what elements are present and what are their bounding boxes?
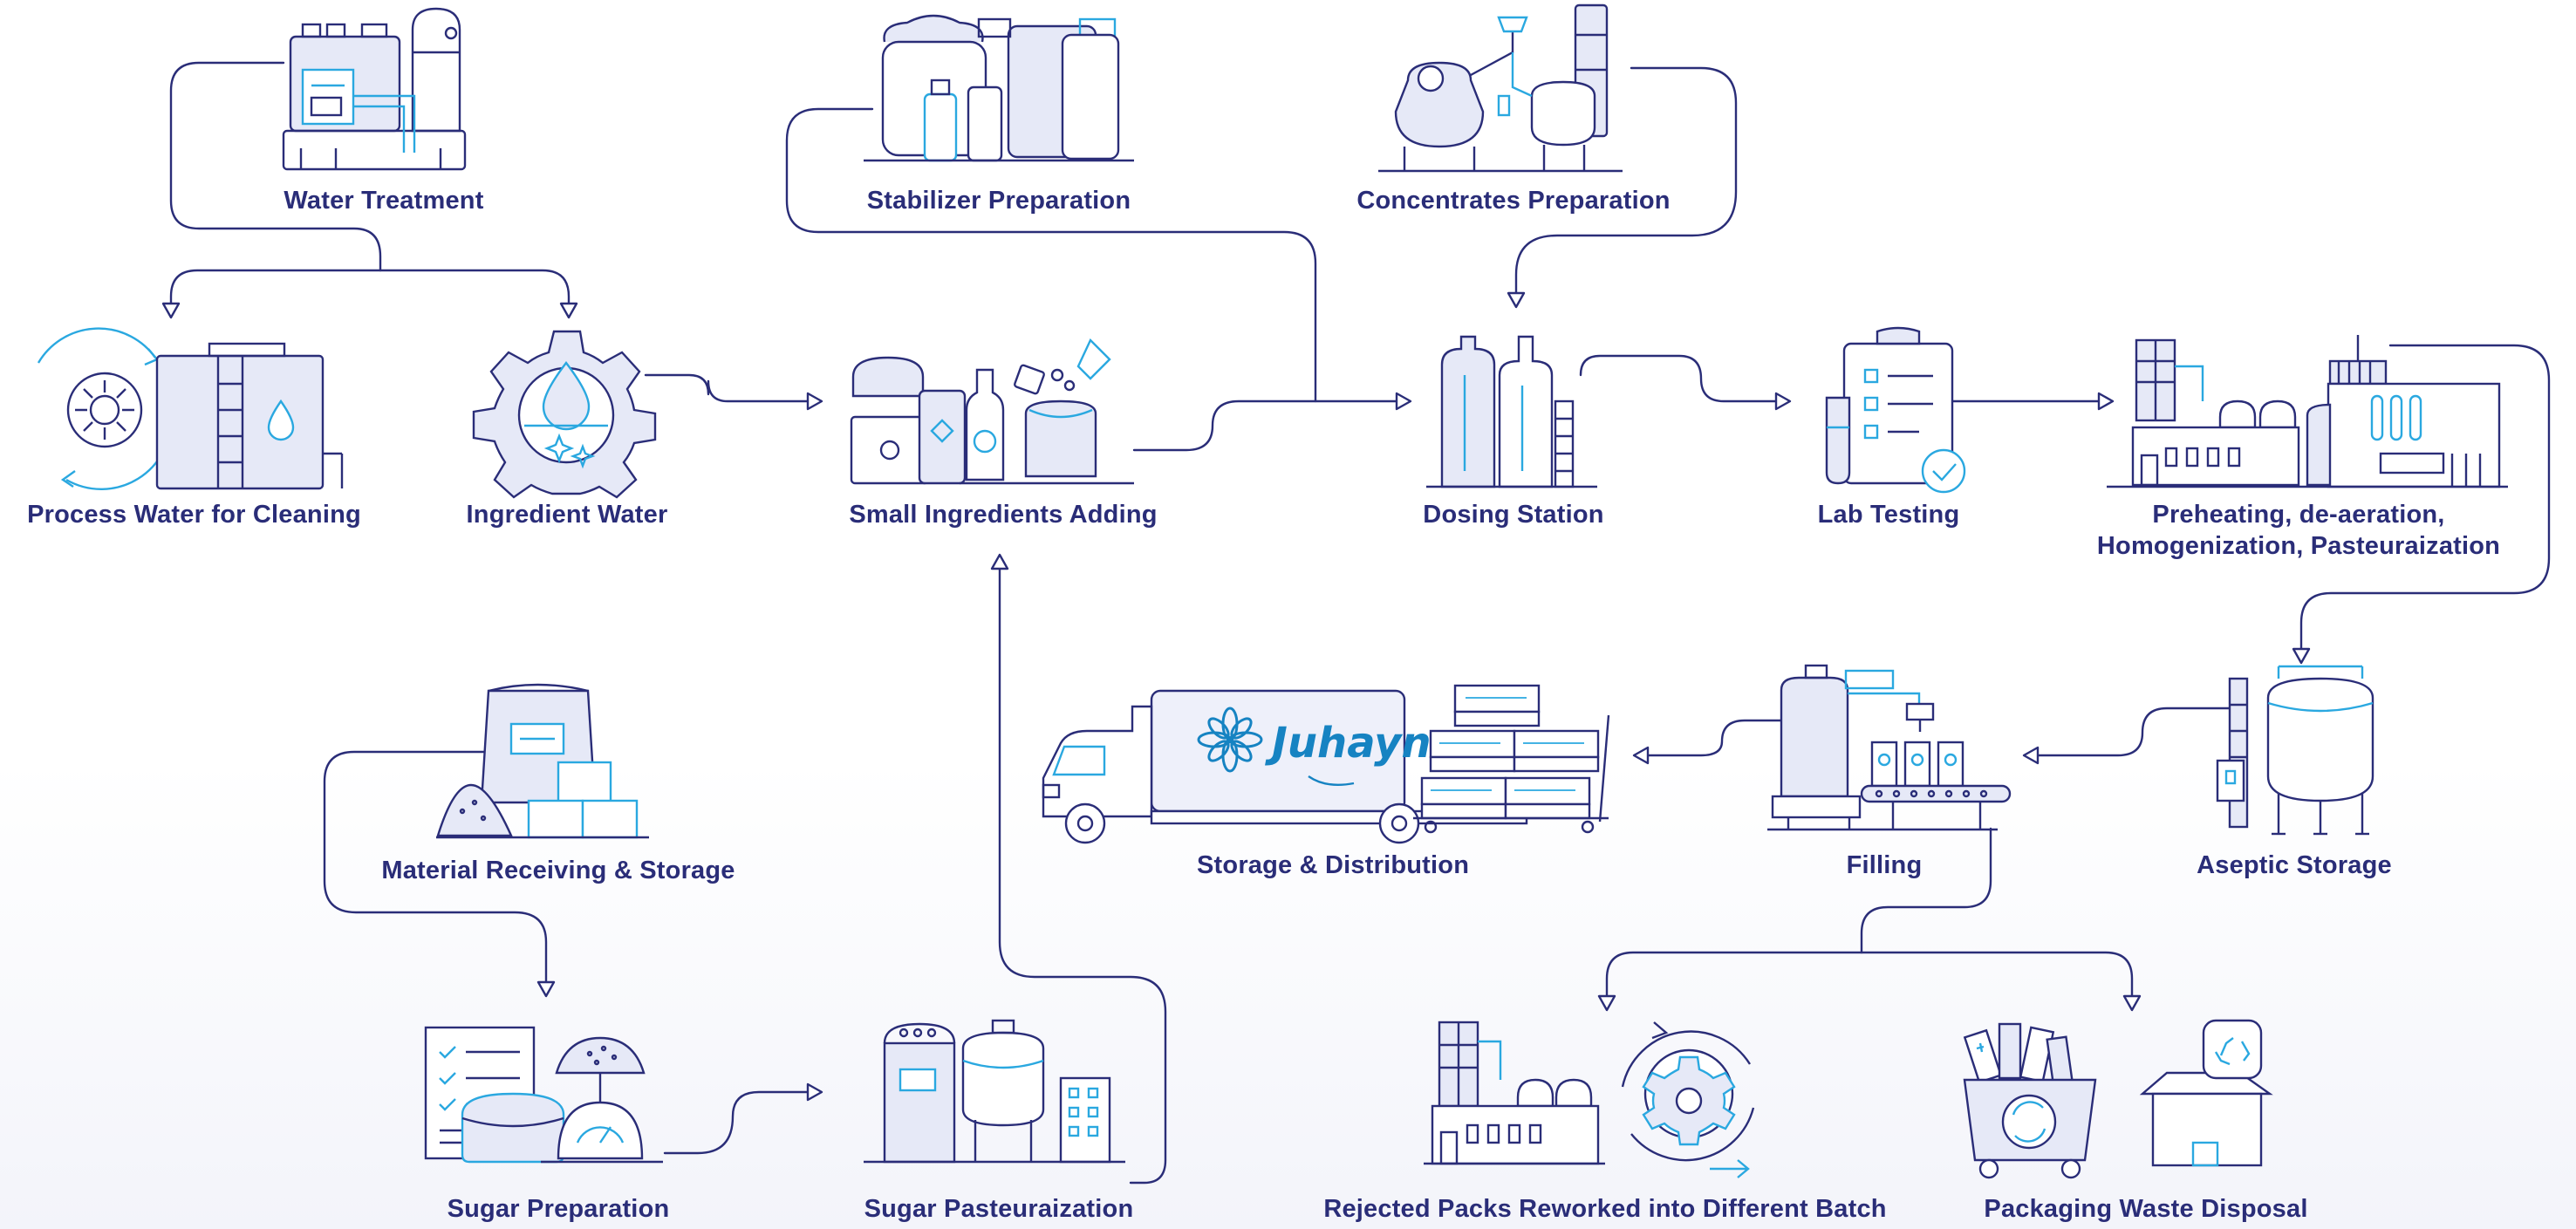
node-label: Water Treatment [284,187,484,215]
node-label: Small Ingredients Adding [849,501,1158,529]
connector-to-waste [1860,951,2142,1012]
delivery-truck-icon: Juhayna [1042,684,1610,844]
node-ingredient-water: Ingredient Water [441,323,694,541]
connector-aseptic-to-filling [2022,707,2245,765]
filling-machine-icon [1767,664,2012,831]
node-lab-testing: Lab Testing [1797,323,1980,541]
node-sugar-pasteurization: Sugar Pasteuraization [837,1003,1160,1229]
node-label: Stabilizer Preparation [866,187,1131,215]
node-sugar-preparation: Sugar Preparation [410,1003,707,1229]
node-dosing-station: Dosing Station [1391,323,1636,541]
node-filling: Filling [1753,659,2015,898]
node-preheating: Preheating, de-aeration, Homogenization,… [2072,323,2525,567]
clipboard-test-tube-icon [1825,326,1966,494]
connector-filling-to-storage [1632,719,1795,765]
juhayna-logo-text: Juhayna [1265,719,1459,768]
connector-pasteurization-to-small [990,553,1167,1185]
stabilizer-containers-icon [864,14,1134,162]
node-label: Sugar Preparation [447,1195,670,1223]
gear-water-drop-icon [472,330,657,499]
connector-material-to-sugar [323,750,556,998]
node-packaging-waste: Packaging Waste Disposal [1945,1003,2347,1229]
connector-to-ingredient-water [379,269,578,319]
node-process-water-cleaning: Process Water for Cleaning [0,323,388,541]
node-label: Material Receiving & Storage [381,857,735,884]
node-material-receiving: Material Receiving & Storage [358,672,759,898]
connector-small-to-dosing [1132,392,1412,452]
dosing-tanks-icon [1426,335,1597,488]
node-concentrates-preparation: Concentrates Preparation [1335,0,1692,218]
connector-water-treatment [169,61,382,272]
rework-gear-icon [1424,1021,1755,1178]
node-label: Sugar Pasteuraization [864,1195,1134,1223]
node-label: Rejected Packs Reworked into Different B… [1323,1195,1887,1223]
connector-dosing-to-lab [1579,354,1792,411]
distillation-kettle-icon [1378,3,1623,173]
connector-preheating-to-aseptic [2292,344,2551,665]
pasteurizer-tank-icon [864,1019,1125,1164]
connector-to-rejected [1597,951,1863,1012]
connector-ingredient-water-to-small [644,373,823,411]
node-label: Filling [1846,851,1923,879]
node-label-line1: Preheating, de-aeration, [2152,501,2445,529]
processing-plant-icon [2107,335,2508,488]
sacks-boxes-icon [436,683,649,839]
sugar-scale-icon [424,1026,663,1164]
node-label: Lab Testing [1817,501,1960,529]
connector-sugar-to-pasteurization [663,1082,823,1155]
ingredient-jars-icon [850,338,1134,485]
node-label: Concentrates Preparation [1356,187,1671,215]
node-label: Process Water for Cleaning [27,501,361,529]
node-label: Ingredient Water [466,501,668,529]
node-label-line2: Homogenization, Pasteuraization [2096,532,2501,560]
water-treatment-plant-icon [282,7,467,171]
recycle-bin-icon [1963,1019,2273,1179]
recycling-water-tank-icon [37,327,344,490]
node-label: Dosing Station [1423,501,1604,529]
node-label: Packaging Waste Disposal [1984,1195,2308,1223]
node-storage-distribution: Juhayna Storage & Distribution [1029,663,1657,898]
node-rejected-packs: Rejected Packs Reworked into Different B… [1291,1003,1886,1229]
node-stabilizer-preparation: Stabilizer Preparation [837,0,1160,218]
connector-to-process-water [161,269,382,319]
node-label: Aseptic Storage [2197,851,2392,879]
node-label: Storage & Distribution [1197,851,1470,879]
connector-stabilizer-to-dosing [785,107,1317,403]
node-water-treatment: Water Treatment [266,0,502,218]
node-aseptic-storage: Aseptic Storage [2181,663,2408,898]
connector-concentrates-to-dosing [1507,66,1738,309]
aseptic-tank-icon [2216,665,2374,836]
node-small-ingredients-adding: Small Ingredients Adding [829,323,1178,541]
connector-filling-split [1860,827,1992,954]
